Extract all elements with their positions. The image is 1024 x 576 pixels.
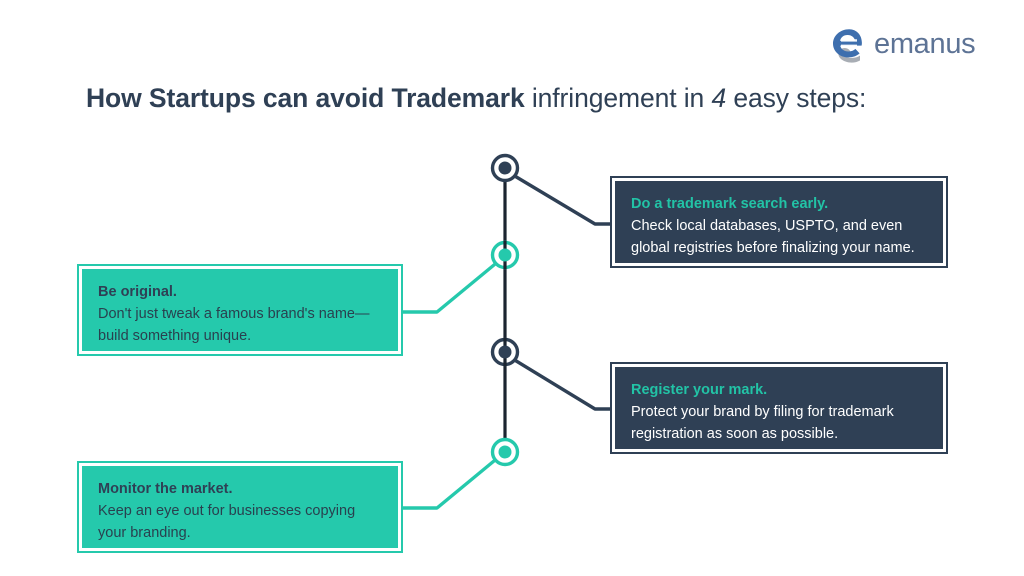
title-regular-segment-2: easy steps: <box>726 83 867 113</box>
emanus-e-logo-icon <box>830 27 868 65</box>
step-card-1-heading: Do a trademark search early. <box>631 196 829 212</box>
brand-logo: emanus <box>830 24 976 68</box>
title-regular-segment-1: infringement in <box>524 83 712 113</box>
step-card-3-inner: Register your mark. Protect your brand b… <box>615 367 943 449</box>
logo-e-bars <box>841 39 857 47</box>
connector-step-1 <box>506 170 612 226</box>
logo-e-shape <box>833 29 862 58</box>
connector-step-2 <box>401 258 502 314</box>
timeline-node-1 <box>490 153 520 183</box>
step-card-2-body: Don't just tweak a famous brand's name—b… <box>98 306 370 344</box>
step-card-3-body: Protect your brand by filing for tradema… <box>631 404 894 442</box>
connector-step-4 <box>401 454 502 510</box>
step-card-1[interactable]: Do a trademark search early. Check local… <box>610 176 948 268</box>
title-bold-segment: How Startups can avoid Trademark <box>86 83 525 113</box>
timeline-node-3 <box>490 337 520 367</box>
step-card-2[interactable]: Be original. Don't just tweak a famous b… <box>77 264 403 356</box>
step-card-1-body: Check local databases, USPTO, and even g… <box>631 218 915 256</box>
step-card-1-inner: Do a trademark search early. Check local… <box>615 181 943 263</box>
step-card-4-inner: Monitor the market. Keep an eye out for … <box>82 466 398 548</box>
timeline-node-4 <box>490 437 520 467</box>
step-card-3[interactable]: Register your mark. Protect your brand b… <box>610 362 948 454</box>
step-card-2-inner: Be original. Don't just tweak a famous b… <box>82 269 398 351</box>
step-card-4[interactable]: Monitor the market. Keep an eye out for … <box>77 461 403 553</box>
step-card-4-heading: Monitor the market. <box>98 481 233 497</box>
title-italic-number: 4 <box>711 83 727 113</box>
step-card-4-body: Keep an eye out for businesses copying y… <box>98 503 356 541</box>
brand-name: emanus <box>874 28 976 60</box>
connector-step-3 <box>506 354 612 411</box>
step-card-3-heading: Register your mark. <box>631 382 768 398</box>
step-card-2-heading: Be original. <box>98 284 177 300</box>
timeline-node-2 <box>490 240 520 270</box>
page-title: How Startups can avoid Trademark infring… <box>86 83 866 114</box>
